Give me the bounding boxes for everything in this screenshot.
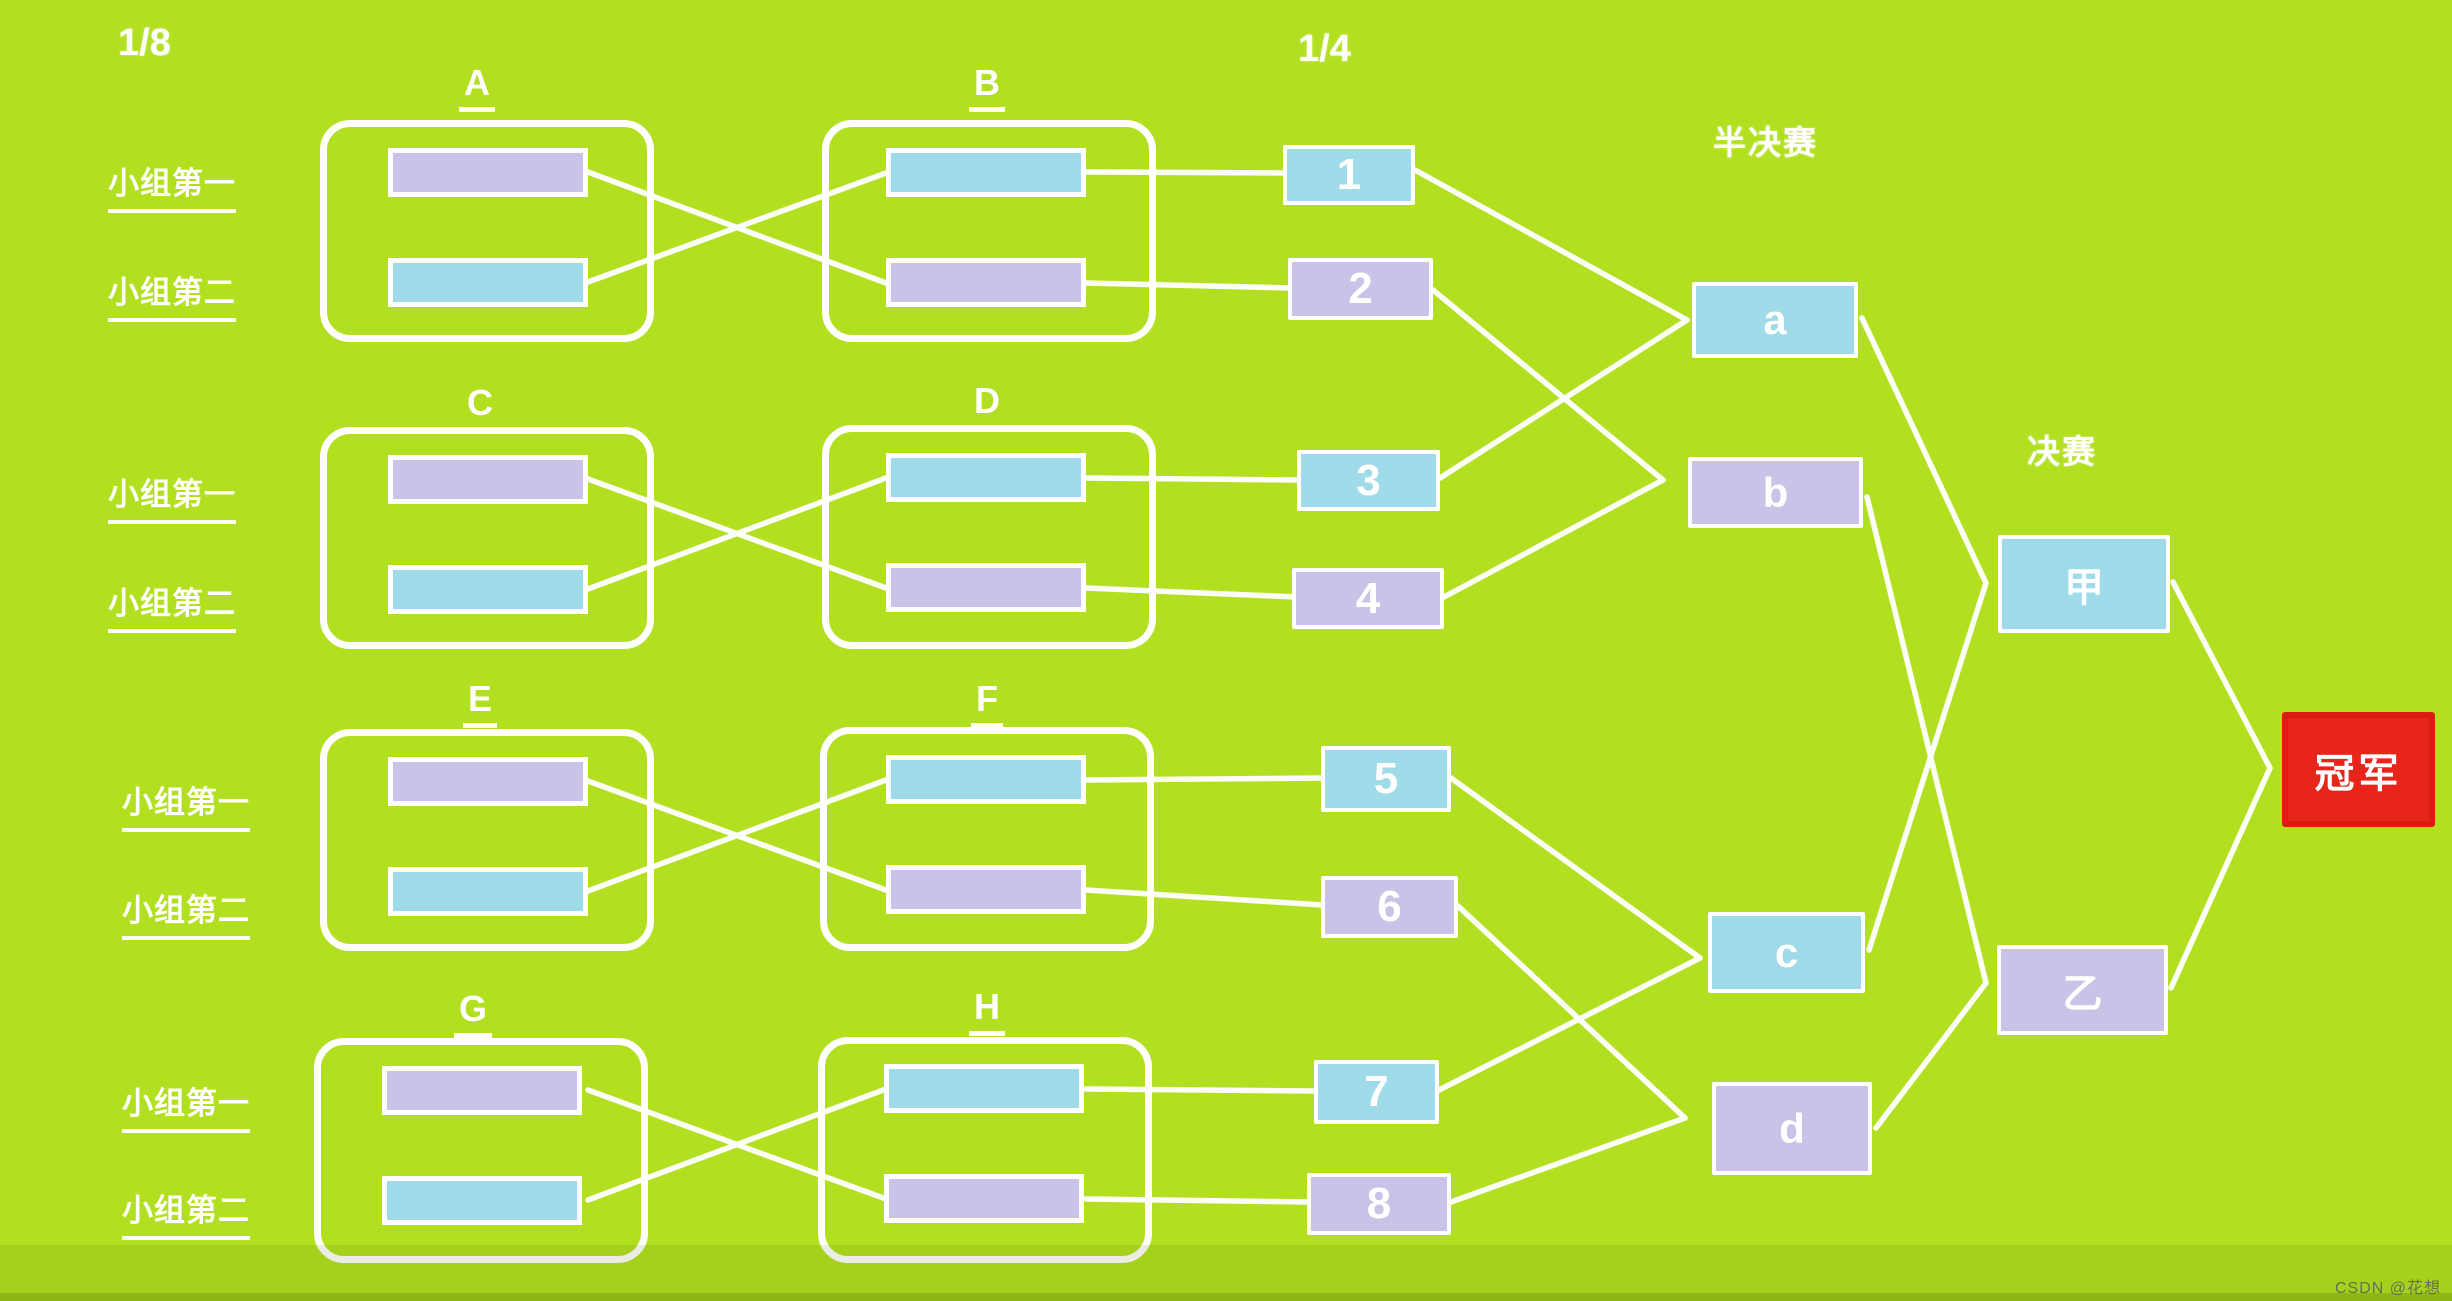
seed-bar-c2: [388, 565, 588, 614]
qf-slot-8: 8: [1307, 1173, 1451, 1235]
final-label: 决赛: [2027, 433, 2097, 470]
qf-slot-3: 3: [1297, 450, 1440, 511]
group-letter-g: G: [443, 988, 503, 1038]
group-box-b: [822, 120, 1156, 342]
seed-bar-b1: [886, 148, 1086, 197]
qf-slot-2: 2: [1288, 258, 1433, 320]
seed-bar-g1: [382, 1066, 582, 1115]
qf-slot-5: 5: [1321, 746, 1451, 812]
row-label-first-3: 小组第一: [122, 777, 250, 832]
row-label-second-1: 小组第二: [108, 267, 236, 322]
group-letter-c: C: [450, 382, 510, 432]
seed-bar-h1: [884, 1064, 1084, 1113]
group-letter-e: E: [450, 678, 510, 728]
seed-bar-c1: [388, 455, 588, 504]
row-label-first-1: 小组第一: [108, 158, 236, 213]
round-of-16-label: 1/8: [118, 22, 171, 64]
qf-slot-1: 1: [1283, 145, 1415, 205]
seed-bar-d2: [886, 563, 1086, 612]
group-box-f: [820, 727, 1154, 951]
group-box-a: [320, 120, 654, 342]
seed-bar-a2: [388, 258, 588, 307]
row-label-second-2: 小组第二: [108, 578, 236, 633]
group-letter-a: A: [447, 62, 507, 112]
champion-box: 冠军: [2282, 712, 2435, 827]
row-label-second-4: 小组第二: [122, 1185, 250, 1240]
final-slot-yi: 乙: [1997, 945, 2168, 1035]
row-label-first-4: 小组第一: [122, 1078, 250, 1133]
row-label-second-3: 小组第二: [122, 885, 250, 940]
group-box-g: [314, 1038, 648, 1263]
seed-bar-a1: [388, 148, 588, 197]
quarterfinal-label: 1/4: [1298, 28, 1351, 70]
final-slot-jia: 甲: [1998, 535, 2170, 633]
seed-bar-f2: [886, 865, 1086, 914]
row-label-first-2: 小组第一: [108, 469, 236, 524]
qf-slot-6: 6: [1321, 876, 1458, 938]
group-letter-d: D: [957, 380, 1017, 430]
group-letter-f: F: [957, 678, 1017, 728]
sf-slot-c: c: [1708, 912, 1865, 993]
group-box-e: [320, 729, 654, 951]
watermark: CSDN @花想云: [2335, 1280, 2442, 1297]
sf-slot-b: b: [1688, 457, 1863, 528]
group-letter-b: B: [957, 62, 1017, 112]
qf-slot-4: 4: [1292, 568, 1444, 629]
bottom-strip: [0, 1245, 2452, 1301]
bottom-edge: [0, 1293, 2452, 1301]
sf-slot-a: a: [1692, 282, 1858, 358]
qf-slot-7: 7: [1314, 1060, 1439, 1124]
sf-slot-d: d: [1712, 1082, 1872, 1175]
group-box-h: [818, 1037, 1152, 1263]
seed-bar-e1: [388, 757, 588, 806]
seed-bar-d1: [886, 453, 1086, 502]
seed-bar-g2: [382, 1176, 582, 1225]
semifinal-label: 半决赛: [1713, 124, 1818, 161]
group-letter-h: H: [957, 986, 1017, 1036]
